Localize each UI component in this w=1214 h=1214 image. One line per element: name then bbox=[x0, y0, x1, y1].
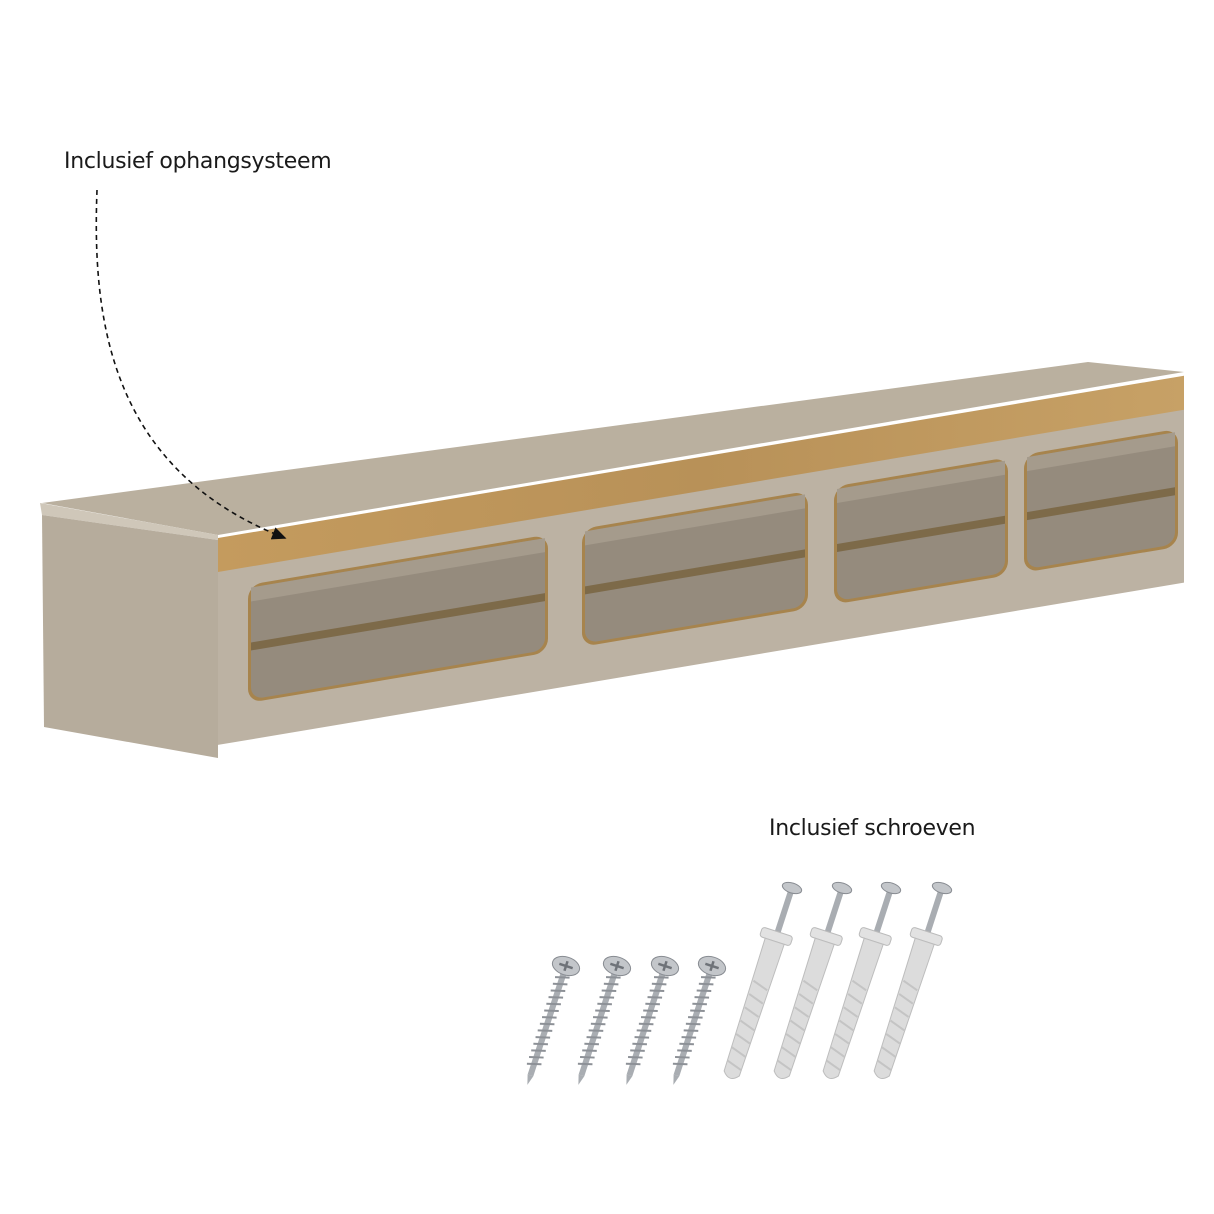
wood-screw bbox=[526, 955, 581, 1085]
inner-shelf bbox=[837, 515, 1005, 553]
shelf-top-back bbox=[40, 503, 218, 540]
wall-plug-with-screw bbox=[773, 881, 853, 1080]
wall-plug-with-screw bbox=[822, 881, 902, 1080]
wood-strip bbox=[218, 375, 1184, 572]
compartment-opening bbox=[582, 493, 808, 645]
inner-shelf bbox=[585, 549, 805, 595]
wood-screw bbox=[577, 955, 632, 1085]
hardware-group bbox=[526, 881, 953, 1085]
shelf-side bbox=[42, 515, 218, 758]
compartment-opening bbox=[248, 536, 548, 701]
wood-screw bbox=[625, 955, 680, 1085]
compartment-opening bbox=[834, 459, 1008, 603]
hanging-system-label: Inclusief ophangsysteem bbox=[64, 149, 332, 174]
inner-shelf bbox=[251, 593, 545, 651]
inner-shelf bbox=[1027, 487, 1175, 521]
screws-label: Inclusief schroeven bbox=[769, 816, 976, 841]
dashed-curved-arrow-icon bbox=[95, 189, 287, 540]
wall-plug-with-screw bbox=[873, 881, 953, 1080]
shelf-top bbox=[42, 362, 1184, 535]
compartment-opening bbox=[1024, 430, 1178, 571]
wall-plug-with-screw bbox=[723, 881, 803, 1080]
wood-screw bbox=[672, 955, 727, 1085]
shelf-front bbox=[218, 375, 1184, 745]
